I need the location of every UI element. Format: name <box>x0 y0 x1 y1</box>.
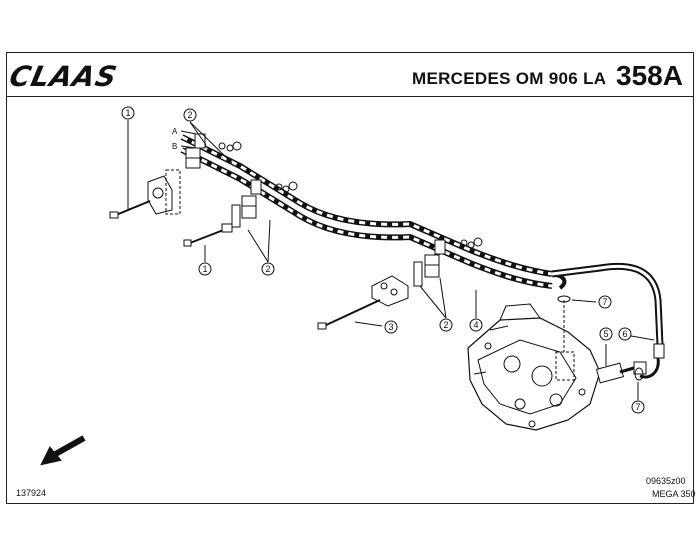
callout-2-middle: 2 <box>261 262 275 276</box>
svg-text:2: 2 <box>443 320 448 330</box>
mounting-bracket-upper <box>109 169 181 219</box>
callout-2-right: 2 <box>439 318 453 332</box>
clamp-block <box>317 275 409 330</box>
svg-text:3: 3 <box>388 322 393 332</box>
callout-1-top: 1 <box>121 106 135 120</box>
machine-model: MEGA 350 <box>652 489 696 499</box>
o-ring-lower <box>634 367 644 381</box>
callout-4: 4 <box>469 318 483 332</box>
pipe-a <box>180 134 553 277</box>
callout-7-lower: 7 <box>631 400 645 414</box>
pipe-clamp-left <box>185 133 242 169</box>
callout-2-top: 2 <box>183 108 197 122</box>
svg-text:2: 2 <box>265 264 270 274</box>
callout-6: 6 <box>618 327 632 341</box>
pipe-clamp-middle <box>231 179 298 228</box>
callout-5: 5 <box>599 327 613 341</box>
svg-text:1: 1 <box>125 108 130 118</box>
svg-text:6: 6 <box>622 329 627 339</box>
svg-text:1: 1 <box>202 264 207 274</box>
drawing-frame <box>6 52 694 504</box>
svg-text:7: 7 <box>602 297 607 307</box>
svg-text:7: 7 <box>635 402 640 412</box>
page-number: 358A <box>616 60 683 91</box>
svg-text:4: 4 <box>473 320 478 330</box>
pipe-label-a: A <box>172 127 178 136</box>
callout-1-bottom: 1 <box>198 262 212 276</box>
engine-model-title: MERCEDES OM 906 LA <box>412 69 607 88</box>
mounting-bolt-lower <box>183 223 233 247</box>
figure-code: 137924 <box>16 488 47 498</box>
hydraulic-pump-housing <box>467 300 601 431</box>
svg-text:2: 2 <box>187 110 192 120</box>
callout-7-upper: 7 <box>598 295 612 309</box>
svg-text:5: 5 <box>603 329 608 339</box>
pipe-clamp-right <box>413 237 483 287</box>
direction-arrow-icon <box>40 435 86 466</box>
pipe-b <box>180 147 553 289</box>
pipe-label-b: B <box>172 142 177 151</box>
callout-3: 3 <box>384 320 398 334</box>
header-divider <box>6 96 694 97</box>
o-ring-upper <box>557 295 571 303</box>
drawing-code: 09635z00 <box>646 476 686 486</box>
